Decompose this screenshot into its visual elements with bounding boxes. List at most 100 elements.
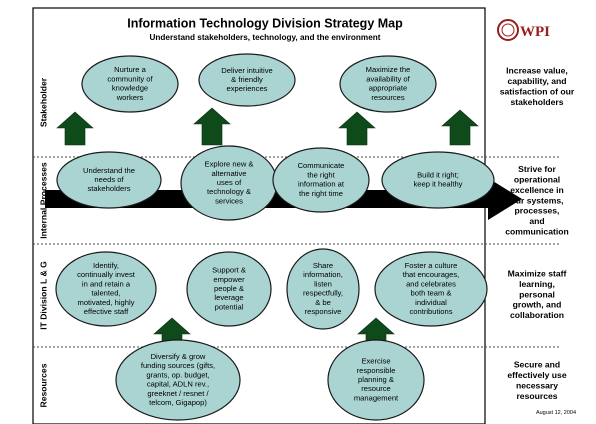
row-label-internal: Internal Processes xyxy=(38,162,48,239)
goal-text-line: Deliver intuitive xyxy=(221,66,273,75)
objective-stakeholder-line: Increase value, xyxy=(506,66,568,76)
objective-learning-line: growth, and xyxy=(513,300,562,310)
row-label-text: Resources xyxy=(38,363,48,407)
goal-ellipse xyxy=(286,248,360,330)
goal-internal: Build it right;keep it healthy xyxy=(381,151,495,209)
goal-text-line: & friendly xyxy=(231,75,263,84)
objective-resources-line: necessary xyxy=(516,380,558,390)
objective-learning-line: Maximize staff xyxy=(508,268,567,278)
goal-text-line: community of xyxy=(107,74,153,83)
goal-text-line: and celebrates xyxy=(406,279,456,288)
objective-learning-line: personal xyxy=(519,289,555,299)
up-arrow xyxy=(338,111,376,146)
objective-learning-line: collaboration xyxy=(510,310,564,320)
wpi-seal-inner xyxy=(501,23,515,37)
goal-text-line: & be xyxy=(315,298,331,307)
goal-text-line: effective staff xyxy=(84,307,129,316)
goal-ellipse xyxy=(327,339,425,421)
goal-text-line: alternative xyxy=(211,169,246,178)
objective-internal-line: excellence in xyxy=(510,185,564,195)
goal-text-line: planning & xyxy=(358,375,394,384)
row-label-resources: Resources xyxy=(38,363,48,407)
objective-internal-line: processes, xyxy=(515,206,560,216)
goal-text-line: keep it healthy xyxy=(414,180,463,189)
goal-text-line: Diversify & grow xyxy=(151,352,206,361)
goal-text-line: Foster a culture xyxy=(405,261,458,270)
goal-text-line: capital, ADLN rev., xyxy=(147,380,209,389)
goal-ellipse xyxy=(339,55,437,113)
goal-text-line: motivated, highly xyxy=(78,298,135,307)
goal-text-line: uses of xyxy=(217,178,242,187)
objective-resources-line: Secure and xyxy=(514,360,560,370)
goal-text: Build it right;keep it healthy xyxy=(414,170,463,188)
objective-internal-line: communication xyxy=(505,226,569,236)
row-label-text: IT Division L & G xyxy=(38,261,48,330)
goal-text-line: the right xyxy=(307,170,335,179)
goal-text-line: Communicate xyxy=(298,161,345,170)
page-subtitle: Understand stakeholders, technology, and… xyxy=(150,33,381,42)
objective-resources-line: effectively use xyxy=(507,370,566,380)
goal-text-line: that encourages, xyxy=(403,270,460,279)
goal-ellipse xyxy=(55,251,157,327)
goal-text-line: knowledge xyxy=(112,84,148,93)
goal-text-line: information, xyxy=(303,270,343,279)
goal-text-line: in and retain a xyxy=(82,279,131,288)
goal-text-line: continually invest xyxy=(77,270,136,279)
goal-text-line: individual xyxy=(415,298,447,307)
objective-internal-line: Strive for xyxy=(518,164,556,174)
objective-learning-line: learning, xyxy=(519,279,555,289)
goal-ellipse xyxy=(81,55,179,113)
goal-text-line: greeknet / resnet / xyxy=(147,389,209,398)
goal-text-line: potential xyxy=(215,302,244,311)
goal-text-line: resources xyxy=(371,93,405,102)
row-label-stakeholder: Stakeholder xyxy=(38,77,48,127)
page-title: Information Technology Division Strategy… xyxy=(127,16,403,30)
goal-text-line: leverage xyxy=(214,293,243,302)
goal-text-line: Maximize the xyxy=(366,65,411,74)
goal-text-line: workers xyxy=(116,93,144,102)
goal-ellipse xyxy=(115,339,241,421)
goal-text-line: Understand the xyxy=(83,166,135,175)
objective-stakeholder-line: stakeholders xyxy=(510,97,563,107)
up-arrow xyxy=(441,109,479,146)
goal-text-line: talented, xyxy=(91,289,120,298)
goal-text-line: Support & xyxy=(212,266,246,275)
goal-ellipse xyxy=(198,53,296,107)
date-stamp: August 12, 2004 xyxy=(536,410,576,416)
goal-text-line: experiences xyxy=(227,84,268,93)
objective-internal-line: our systems, xyxy=(510,195,563,205)
goal-text-line: responsive xyxy=(305,307,342,316)
goal-text-line: Explore new & xyxy=(205,160,254,169)
goal-ellipse xyxy=(186,251,272,327)
objective-stakeholder-line: capability, and xyxy=(507,76,566,86)
goal-text-line: Build it right; xyxy=(417,170,459,179)
goal-ellipse xyxy=(381,151,495,209)
objective-stakeholder: Increase value,capability, andsatisfacti… xyxy=(500,66,575,107)
goal-text-line: the right time xyxy=(299,189,343,198)
goal-text-line: empower xyxy=(213,275,245,284)
row-label-text: Stakeholder xyxy=(38,77,48,127)
objective-internal-line: and xyxy=(529,216,544,226)
goal-text-line: Share xyxy=(313,261,333,270)
